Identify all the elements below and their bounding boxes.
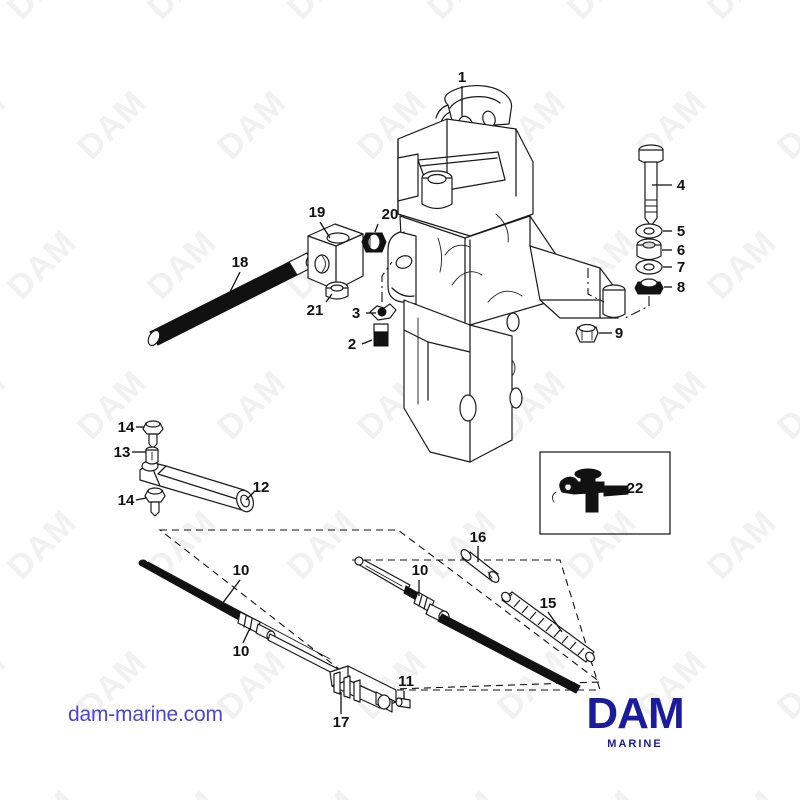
callout-label-6: 6 xyxy=(677,242,685,259)
part-pivot-nut[interactable] xyxy=(575,323,599,343)
assembly-axis-right xyxy=(587,268,605,303)
part-transom-bracket-housing[interactable] xyxy=(387,84,626,463)
callout-label-18: 18 xyxy=(232,254,249,271)
part-clevis-pin[interactable] xyxy=(395,697,411,709)
leader-10a xyxy=(221,579,241,605)
callout-label-11: 11 xyxy=(398,673,414,690)
part-cable-end-bracket[interactable] xyxy=(329,665,397,713)
assembly-axis-fitting xyxy=(381,261,393,302)
part-bushing-spacer[interactable] xyxy=(636,238,662,261)
assembly-axis-bolt xyxy=(624,296,650,319)
leader-20 xyxy=(374,223,379,233)
cable-region-outline-left xyxy=(158,529,602,691)
callout-label-21: 21 xyxy=(307,302,324,319)
callout-label-2: 2 xyxy=(348,336,356,353)
part-flat-washer-lower[interactable] xyxy=(635,259,663,275)
logo-tagline: MARINE xyxy=(607,738,663,750)
leader-2 xyxy=(361,339,373,345)
part-tie-bar-link[interactable] xyxy=(139,460,256,514)
part-clamp-fitting-detail[interactable] xyxy=(551,468,629,513)
detail-box-22 xyxy=(539,451,671,535)
callout-label-16: 16 xyxy=(470,529,487,546)
part-lock-nut[interactable] xyxy=(634,278,664,295)
callout-label-20: 20 xyxy=(382,206,399,223)
callout-label-10a: 10 xyxy=(233,562,250,579)
part-link-bushing[interactable] xyxy=(145,446,159,465)
callout-label-9: 9 xyxy=(615,325,623,342)
cable-region-outline-right xyxy=(352,559,601,691)
leader-12 xyxy=(245,491,255,501)
callout-label-3: 3 xyxy=(352,305,360,322)
callout-label-12: 12 xyxy=(253,479,270,496)
callout-label-15: 15 xyxy=(540,595,557,612)
leader-19 xyxy=(319,221,331,239)
callout-label-10c: 10 xyxy=(412,562,429,579)
callout-label-7: 7 xyxy=(677,259,685,276)
leader-21 xyxy=(325,293,333,303)
callout-label-8: 8 xyxy=(677,279,685,296)
dam-marine-logo: DAM MARINE xyxy=(565,689,705,751)
leader-18 xyxy=(227,271,241,297)
part-long-bolt[interactable] xyxy=(638,144,664,227)
part-link-bolt-upper[interactable] xyxy=(142,420,164,449)
callout-label-22: 22 xyxy=(627,480,644,497)
callout-label-4: 4 xyxy=(677,177,686,194)
part-seal-ring[interactable] xyxy=(325,281,349,300)
part-flat-washer-upper[interactable] xyxy=(635,223,663,239)
callout-label-13: 13 xyxy=(114,444,131,461)
cable-core-left xyxy=(165,571,331,660)
callout-label-5: 5 xyxy=(677,223,685,240)
leader-15 xyxy=(547,611,563,633)
callout-label-10b: 10 xyxy=(233,643,250,660)
part-steering-cable-right[interactable] xyxy=(354,556,581,694)
callout-label-14a: 14 xyxy=(118,419,135,436)
leader-14b xyxy=(135,497,147,501)
callout-label-14b: 14 xyxy=(118,492,135,509)
cable-core-right xyxy=(365,565,403,587)
part-steering-cable-left[interactable] xyxy=(138,559,361,687)
part-cable-sleeve-tube[interactable] xyxy=(459,548,501,584)
logo-wordmark: DAM xyxy=(586,689,684,738)
part-grease-fitting[interactable] xyxy=(373,323,389,347)
part-hose-connector-block[interactable] xyxy=(307,223,364,291)
part-spiral-cable-wrap[interactable] xyxy=(500,591,596,664)
part-block-nut[interactable] xyxy=(361,232,387,253)
part-link-bolt-lower[interactable] xyxy=(144,487,166,517)
leader-10b xyxy=(242,627,251,644)
site-url-text: dam-marine.com xyxy=(68,703,223,726)
callout-label-1: 1 xyxy=(458,69,466,86)
callout-label-19: 19 xyxy=(309,204,326,221)
part-retainer-clip[interactable] xyxy=(369,303,397,321)
callout-label-17: 17 xyxy=(333,714,350,731)
